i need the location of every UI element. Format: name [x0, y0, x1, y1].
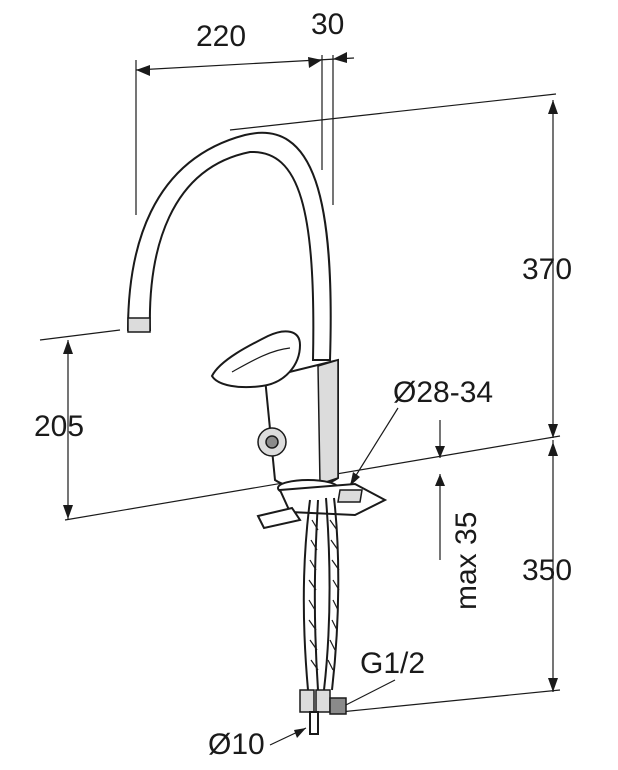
faucet: [126, 131, 388, 530]
hose-diameter-label: Ø10: [208, 728, 265, 761]
spout-offset-label: 30: [311, 8, 344, 41]
max-thickness-label: max 35: [450, 512, 483, 610]
dimension-labels: 220 30 370 205 Ø28-34 max 35 350 G1/2 Ø1…: [34, 8, 572, 761]
hose-length-label: 350: [522, 554, 572, 587]
hole-diameter-label: Ø28-34: [393, 376, 493, 409]
spout-reach-label: 220: [196, 20, 246, 53]
connection-thread-label: G1/2: [360, 647, 425, 680]
spout-height-label: 205: [34, 410, 84, 443]
arrowheads: [63, 52, 558, 738]
hoses: [299, 497, 347, 735]
total-height-label: 370: [522, 253, 572, 286]
